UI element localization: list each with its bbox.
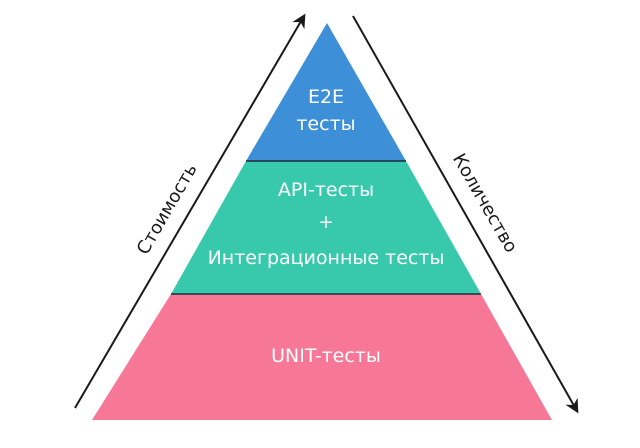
unit-title: UNIT-тесты (271, 345, 381, 367)
cost-arrow (74, 13, 306, 409)
integration-title: Интеграционные тесты (208, 247, 445, 269)
tier-unit (92, 294, 552, 420)
e2e-title: E2E (308, 86, 344, 108)
e2e-subtitle: тесты (296, 113, 355, 135)
api-title: API-тесты (278, 179, 374, 201)
tier-api-integration (171, 161, 481, 294)
quantity-arrow (352, 15, 579, 414)
api-plus: + (318, 211, 334, 233)
tier-e2e (246, 23, 406, 161)
